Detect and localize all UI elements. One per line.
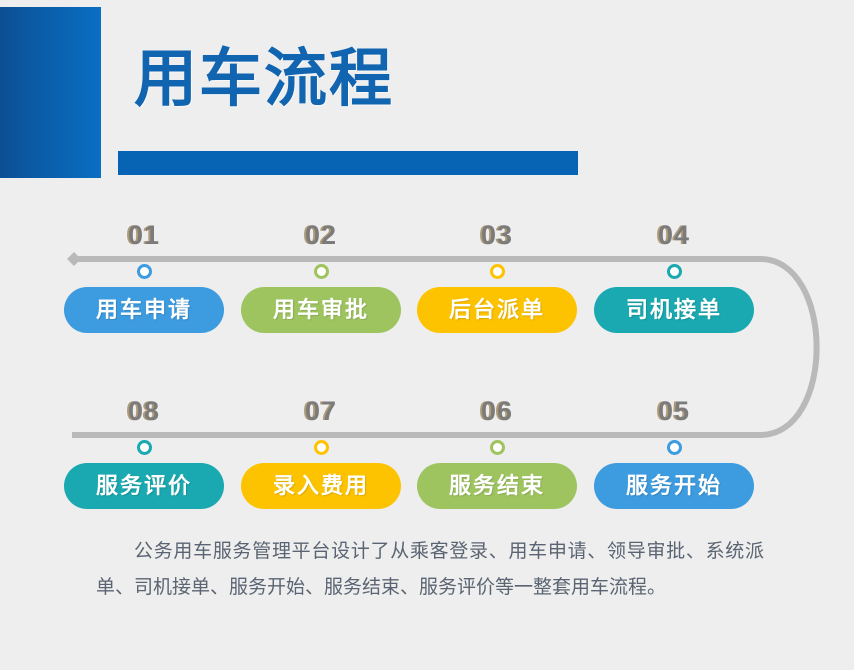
process-flow-diagram: 01 用车申请 02 用车审批 03 后台派单 04 司机接单 08 服务评价 … (0, 200, 854, 510)
step-number: 01 (127, 220, 161, 250)
step-label-pill[interactable]: 用车申请 (64, 287, 224, 333)
step-marker-dot (137, 264, 152, 279)
step-label-pill[interactable]: 用车审批 (241, 287, 401, 333)
step-number: 08 (127, 396, 161, 426)
step-number: 02 (304, 220, 338, 250)
page-header: 用车流程 (0, 0, 854, 190)
step-label-pill[interactable]: 服务开始 (594, 463, 754, 509)
step-number: 07 (304, 396, 338, 426)
step-label-pill[interactable]: 服务结束 (417, 463, 577, 509)
step-label-pill[interactable]: 后台派单 (417, 287, 577, 333)
step-marker-dot (490, 264, 505, 279)
page-title: 用车流程 (134, 44, 394, 114)
step-number: 04 (657, 220, 691, 250)
step-number: 03 (480, 220, 514, 250)
step-marker-dot (314, 440, 329, 455)
step-label-pill[interactable]: 服务评价 (64, 463, 224, 509)
step-marker-dot (314, 264, 329, 279)
step-number: 05 (657, 396, 691, 426)
step-number: 06 (480, 396, 514, 426)
header-underline-bar (118, 151, 578, 175)
flow-arrow-head (67, 252, 81, 266)
step-label-pill[interactable]: 司机接单 (594, 287, 754, 333)
flow-connector-lines (67, 252, 820, 438)
header-accent-block (0, 7, 101, 178)
step-marker-dot (490, 440, 505, 455)
step-marker-dot (667, 264, 682, 279)
description-paragraph: 公务用车服务管理平台设计了从乘客登录、用车申请、领导审批、系统派单、司机接单、服… (96, 540, 764, 598)
step-marker-dot (137, 440, 152, 455)
step-marker-dot (667, 440, 682, 455)
flow-curve-right (757, 256, 820, 438)
step-label-pill[interactable]: 录入费用 (241, 463, 401, 509)
